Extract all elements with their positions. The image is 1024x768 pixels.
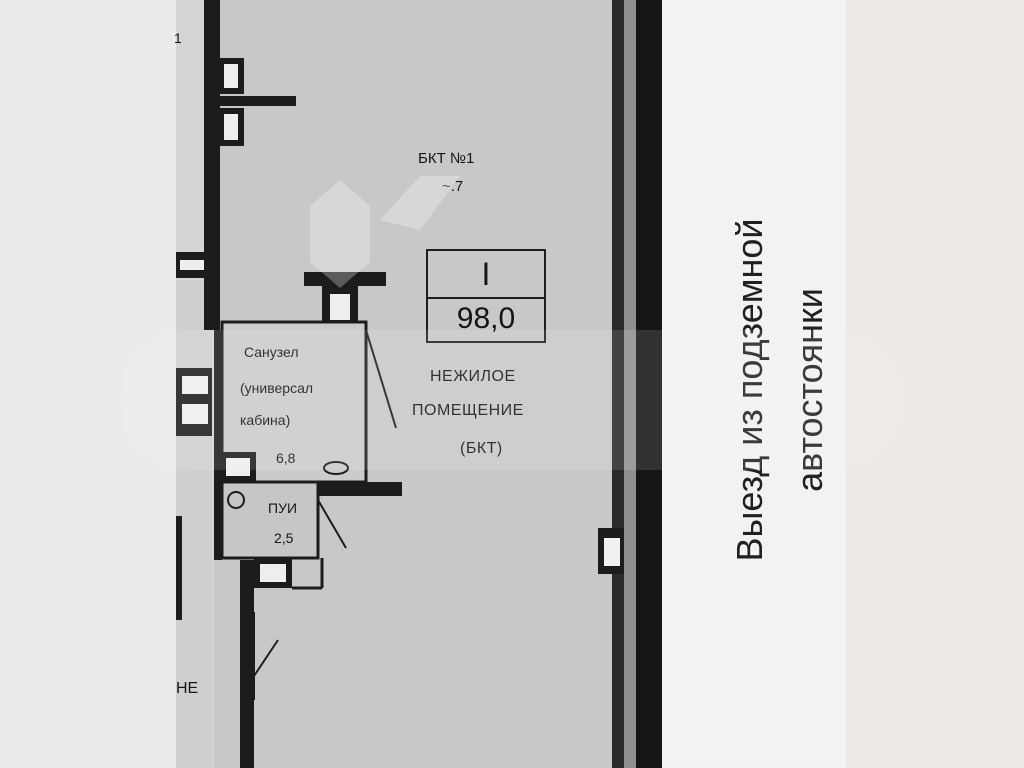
image-margin-left: [0, 0, 176, 768]
left-main-wall-lower: [240, 560, 254, 768]
bathroom-label-line-2: (универсал: [240, 380, 314, 396]
exit-label-line-1: Выезд из подземной: [729, 218, 770, 562]
left-room-niche-opening-1: [182, 376, 208, 394]
partition-column-opening: [330, 294, 350, 320]
left-room-wall-stub-inner: [180, 260, 204, 270]
left-room-partial-label: 1: [174, 30, 182, 46]
exterior-strip: [650, 0, 846, 768]
partition-stub-upper: [304, 272, 386, 286]
entrance-door-swing: [253, 639, 279, 677]
utility-room-outline: [220, 480, 320, 560]
right-wall-gap: [624, 0, 636, 768]
right-structural-wall: [636, 0, 662, 768]
left-main-wall-upper: [204, 0, 220, 330]
bathroom-label-line-3: кабина): [240, 412, 291, 428]
utility-shaft-opening: [260, 564, 286, 582]
utility-label: ПУИ: [268, 500, 298, 516]
room-tag-subtitle: ~.7: [442, 178, 464, 195]
partition-stub-lower: [318, 482, 402, 496]
bathroom-shaft-opening: [226, 458, 250, 476]
left-room-partial-label-2: НЕ: [176, 680, 199, 697]
image-margin-right: [846, 0, 1024, 768]
bathroom-area: 6,8: [276, 450, 296, 466]
utility-door-swing: [317, 499, 347, 549]
bathroom-door-swing: [365, 329, 397, 429]
left-room-inner-wall: [176, 516, 182, 620]
right-wall-niche-opening: [604, 538, 620, 566]
room-tag: БКТ №1: [418, 150, 475, 167]
bathroom-label-line-1: Санузел: [244, 344, 299, 360]
bathroom-fixture: [323, 461, 349, 475]
room-type-line-3: (БКТ): [460, 440, 503, 457]
room-number-box: I 98,0: [426, 249, 546, 343]
utility-area: 2,5: [274, 530, 294, 546]
exit-label-line-2: автостоянки: [789, 288, 830, 492]
room-type-line-1: НЕЖИЛОЕ: [430, 368, 516, 385]
room-area: 98,0: [456, 302, 516, 335]
left-wall-niche-1-opening: [224, 64, 238, 88]
room-number: I: [428, 251, 544, 299]
left-wall-niche-2-opening: [224, 114, 238, 140]
left-wall-stub: [220, 96, 296, 106]
left-room-niche-opening-2: [182, 404, 208, 424]
utility-fixture: [227, 491, 245, 509]
room-type-line-2: ПОМЕЩЕНИЕ: [412, 402, 524, 419]
right-outer-wall: [612, 0, 624, 768]
left-main-wall-mid: [214, 330, 222, 560]
